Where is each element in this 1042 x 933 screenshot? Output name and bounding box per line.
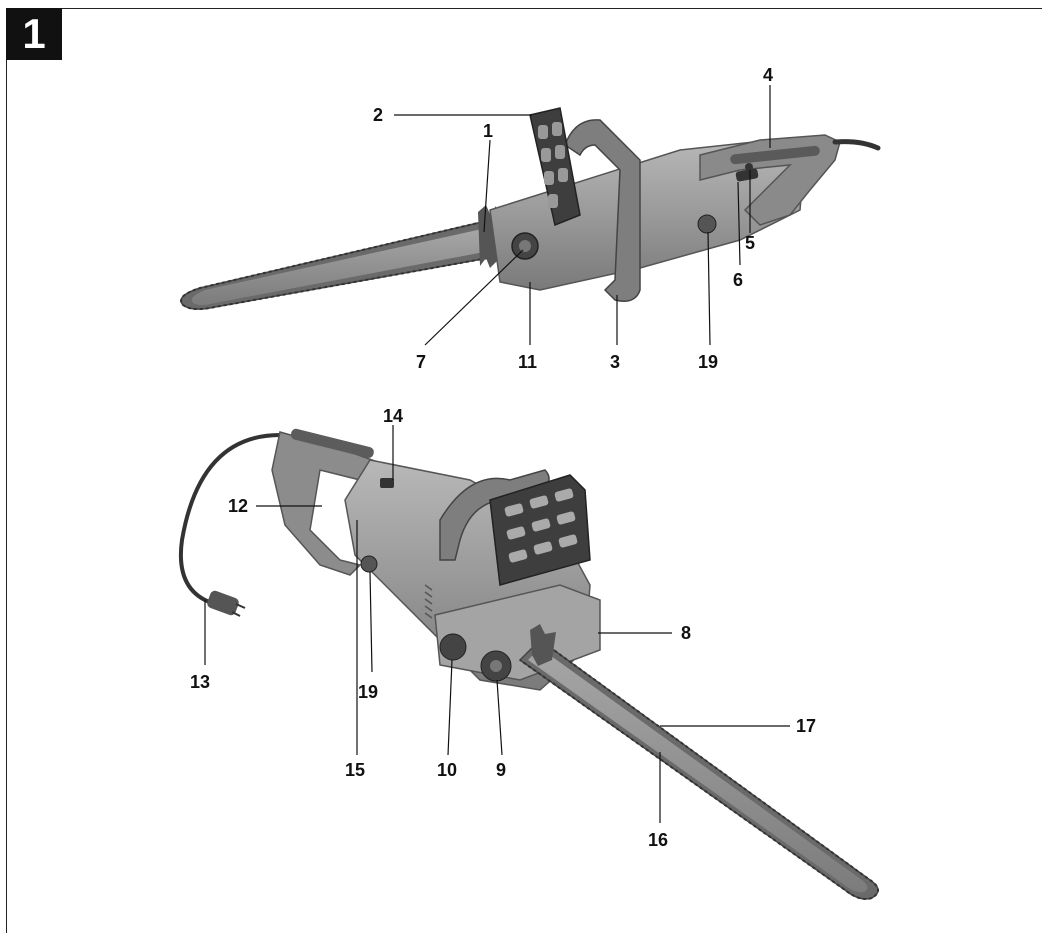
- bottom-cover-knob: [439, 633, 467, 661]
- figure-number-badge: 1: [6, 8, 62, 60]
- callout-13: 13: [190, 672, 210, 692]
- top-leader-lines: [394, 85, 771, 346]
- bottom-plug: [207, 590, 246, 617]
- bottom-leader-lines: [204, 425, 790, 823]
- top-hand-guard: [529, 107, 581, 227]
- callout-8: 8: [681, 623, 691, 643]
- bottom-sprocket-teeth: [530, 624, 556, 666]
- top-power-cord: [832, 139, 881, 151]
- top-motor-housing: [489, 137, 806, 291]
- callout-14: 14: [383, 406, 403, 426]
- callout-1: 1: [483, 121, 493, 141]
- bottom-handle-grip: [290, 428, 374, 458]
- top-guide-bar: [180, 221, 507, 311]
- callout-19-top: 19: [698, 352, 718, 372]
- callout-12: 12: [228, 496, 248, 516]
- frame-border-left: [6, 8, 7, 933]
- callout-3: 3: [610, 352, 620, 372]
- callout-16: 16: [648, 830, 668, 850]
- bottom-vent-slots: [424, 584, 433, 619]
- callout-17: 17: [796, 716, 816, 736]
- top-lock-button: [745, 163, 753, 171]
- bottom-lock-button: [380, 478, 394, 488]
- callout-5: 5: [745, 233, 755, 253]
- top-chainsaw: [180, 107, 881, 311]
- frame-border-top: [6, 8, 1042, 9]
- top-oil-cap: [697, 214, 717, 234]
- bottom-chainsaw: [178, 428, 879, 900]
- callout-6: 6: [733, 270, 743, 290]
- bottom-hand-guard: [489, 474, 591, 586]
- top-front-handle: [564, 119, 641, 302]
- callout-9: 9: [496, 760, 506, 780]
- callout-19-bottom: 19: [358, 682, 378, 702]
- bottom-callouts: 14 12 13 19 15 8 10 9 17 16: [190, 406, 816, 850]
- callout-11: 11: [518, 352, 537, 372]
- callout-15: 15: [345, 760, 365, 780]
- bottom-guide-bar: [518, 639, 879, 900]
- bottom-power-cord: [178, 433, 281, 605]
- callout-7: 7: [416, 352, 426, 372]
- top-callouts: 2 1 4 5 6 7 11 3 19: [373, 65, 773, 372]
- top-trigger-switch: [735, 168, 759, 182]
- top-handle-grip: [730, 145, 820, 165]
- callout-10: 10: [437, 760, 457, 780]
- bottom-oil-cap: [360, 555, 378, 573]
- callout-2: 2: [373, 105, 383, 125]
- callout-4: 4: [763, 65, 773, 85]
